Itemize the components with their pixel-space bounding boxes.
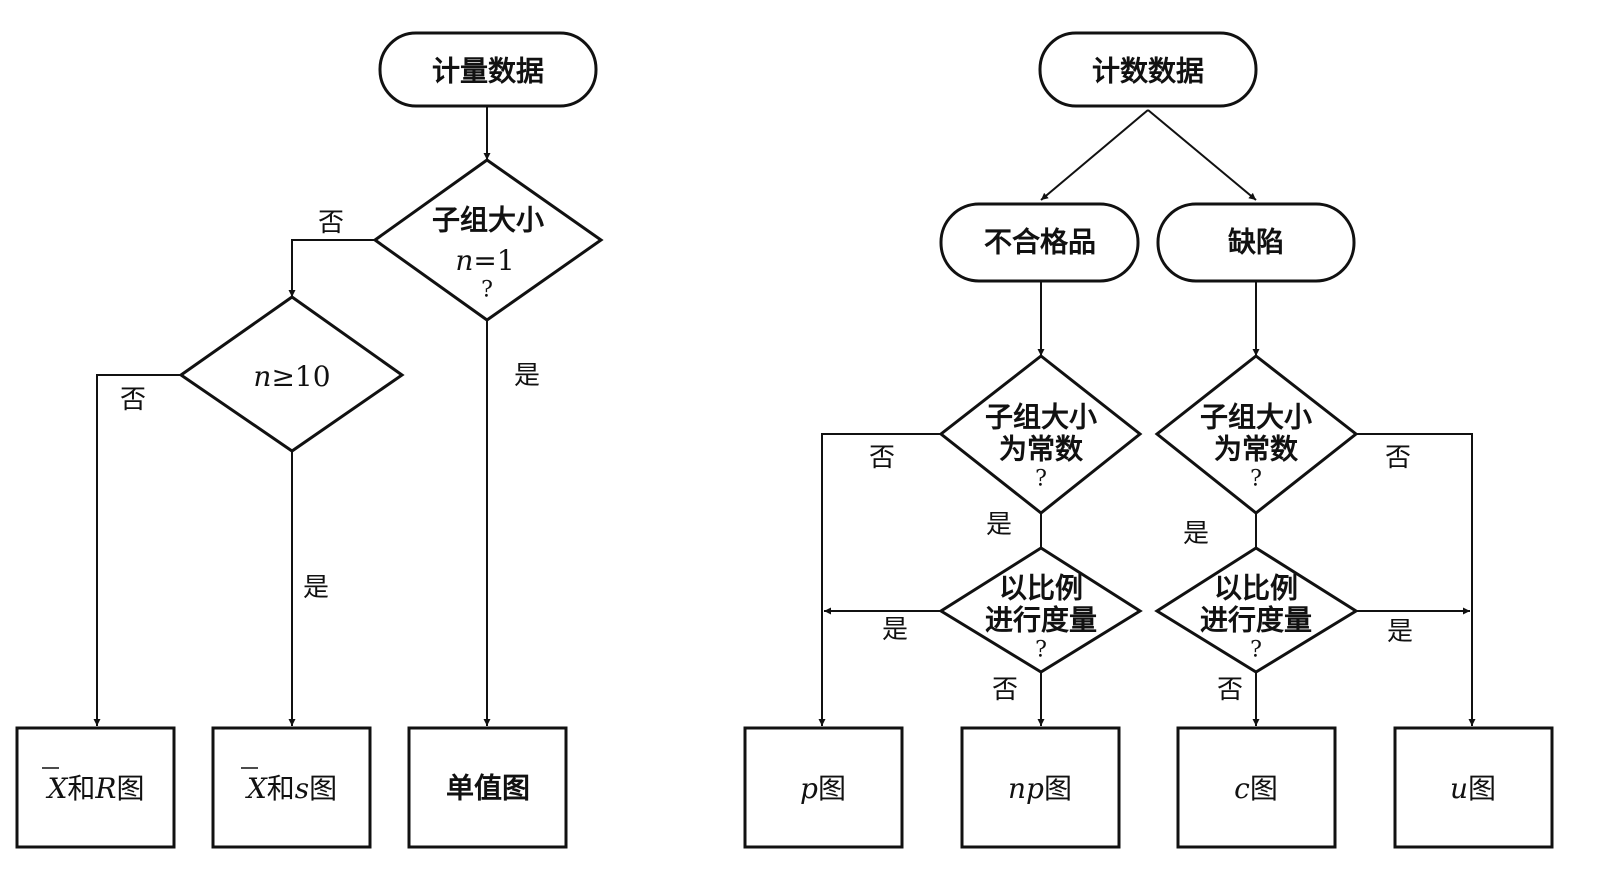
decision-line2: 为常数 <box>999 433 1084 466</box>
result-xbar-r-chart <box>15 726 176 849</box>
start-terminal-label: 计数数据 <box>1092 55 1204 88</box>
label-no-d4: 否 <box>1385 443 1411 473</box>
decision-line2: 进行度量 <box>985 604 1097 637</box>
variable-n: n <box>455 244 473 277</box>
label-no-d6: 否 <box>1217 675 1243 705</box>
connector-start-to-defects <box>1147 109 1257 201</box>
result-c-chart <box>1176 726 1337 849</box>
decision-constant-subgroup-defects <box>1154 354 1359 515</box>
connector-d4-no-to-u <box>1356 433 1476 726</box>
decision-question-mark: ? <box>1250 638 1262 663</box>
label-no-d2: 否 <box>120 385 146 415</box>
category-nonconforming <box>939 202 1140 283</box>
p-variable: p <box>800 772 818 805</box>
chart-suffix: 图 <box>1250 772 1278 805</box>
label-yes-d3: 是 <box>986 510 1012 540</box>
category-defects <box>1156 202 1356 283</box>
decision-line1: 子组大小 <box>1200 401 1312 434</box>
decision-line1: 以比例 <box>1214 572 1298 605</box>
label-yes-d4: 是 <box>1183 519 1209 549</box>
decision-line2: 进行度量 <box>1200 604 1312 637</box>
decision-question-mark: ? <box>1250 467 1262 492</box>
attribute-data-flowchart: 计数数据 不合格品 缺陷 子组大小 为常数 ? 子组大小 为常数 ? 以比例 进… <box>743 31 1554 849</box>
c-variable: c <box>1234 772 1250 805</box>
decision-proportion-nonconforming <box>938 546 1143 674</box>
result-np-label: np图 <box>1008 772 1072 805</box>
result-individuals-chart <box>407 726 568 849</box>
x-variable: X <box>45 772 68 805</box>
decision-line2: 为常数 <box>1214 433 1299 466</box>
result-u-chart <box>1393 726 1554 849</box>
result-xbar-s-chart <box>211 726 372 849</box>
decision-question-mark: ? <box>1035 467 1047 492</box>
category-defects-label: 缺陷 <box>1228 226 1284 259</box>
result-np-chart <box>960 726 1121 849</box>
at-least-ten: ≥10 <box>271 360 330 393</box>
connector-d3-no-to-p <box>818 433 941 726</box>
connector-start-to-nonconforming <box>1040 109 1149 201</box>
chart-suffix: 图 <box>309 772 337 805</box>
result-xbar-r-label: X和R图 <box>45 772 144 805</box>
chart-suffix: 图 <box>117 772 145 805</box>
result-c-label: c图 <box>1234 772 1278 805</box>
decision-question-mark: ? <box>1035 638 1047 663</box>
equals-one: =1 <box>473 244 514 277</box>
np-variable: np <box>1008 772 1044 805</box>
label-yes-d6: 是 <box>1387 617 1413 647</box>
label-yes-d5: 是 <box>882 615 908 645</box>
start-terminal-variable-data <box>378 31 598 108</box>
chart-suffix: 图 <box>1044 772 1072 805</box>
result-xbar-s-label: X和s图 <box>245 772 337 805</box>
decision-n-equals-one-label: n=1 <box>455 244 514 277</box>
decision-line1: 子组大小 <box>985 401 1097 434</box>
start-terminal-attribute-data <box>1038 31 1258 108</box>
decision-n-at-least-ten-label: n≥10 <box>253 360 330 393</box>
decision-question-mark: ? <box>481 278 493 303</box>
variable-n: n <box>253 360 271 393</box>
chart-suffix: 图 <box>1468 772 1496 805</box>
decision-proportion-defects <box>1154 546 1359 674</box>
chart-suffix: 图 <box>818 772 846 805</box>
decision-n-at-least-ten <box>178 295 405 453</box>
connector-d1-no-to-d2 <box>288 239 375 297</box>
and-text: 和 <box>67 772 95 805</box>
label-no-d3: 否 <box>869 443 895 473</box>
label-yes-d2: 是 <box>303 573 329 603</box>
label-no-d5: 否 <box>992 675 1018 705</box>
category-nonconforming-label: 不合格品 <box>984 226 1096 259</box>
s-variable: s <box>295 772 309 805</box>
decision-line1: 以比例 <box>999 572 1083 605</box>
connector-d2-no-to-xbar-r <box>93 374 181 726</box>
result-individuals-label: 单值图 <box>446 772 530 805</box>
result-u-label: u图 <box>1450 772 1496 805</box>
result-p-label: p图 <box>800 772 846 805</box>
variable-data-flowchart: 计量数据 子组大小 n=1 ? n≥10 否 否 是 是 X和R图 X和s图 单… <box>15 31 604 849</box>
result-p-chart <box>743 726 904 849</box>
u-variable: u <box>1450 772 1468 805</box>
decision-subgroup-size-one <box>372 158 604 322</box>
r-variable: R <box>94 772 116 805</box>
and-text: 和 <box>267 772 295 805</box>
decision-subgroup-size-label: 子组大小 <box>432 204 544 237</box>
start-terminal-label: 计量数据 <box>432 55 544 88</box>
x-variable: X <box>245 772 268 805</box>
label-yes-d1: 是 <box>514 361 540 391</box>
label-no-d1: 否 <box>318 208 344 238</box>
decision-constant-subgroup-nonconforming <box>938 354 1143 515</box>
